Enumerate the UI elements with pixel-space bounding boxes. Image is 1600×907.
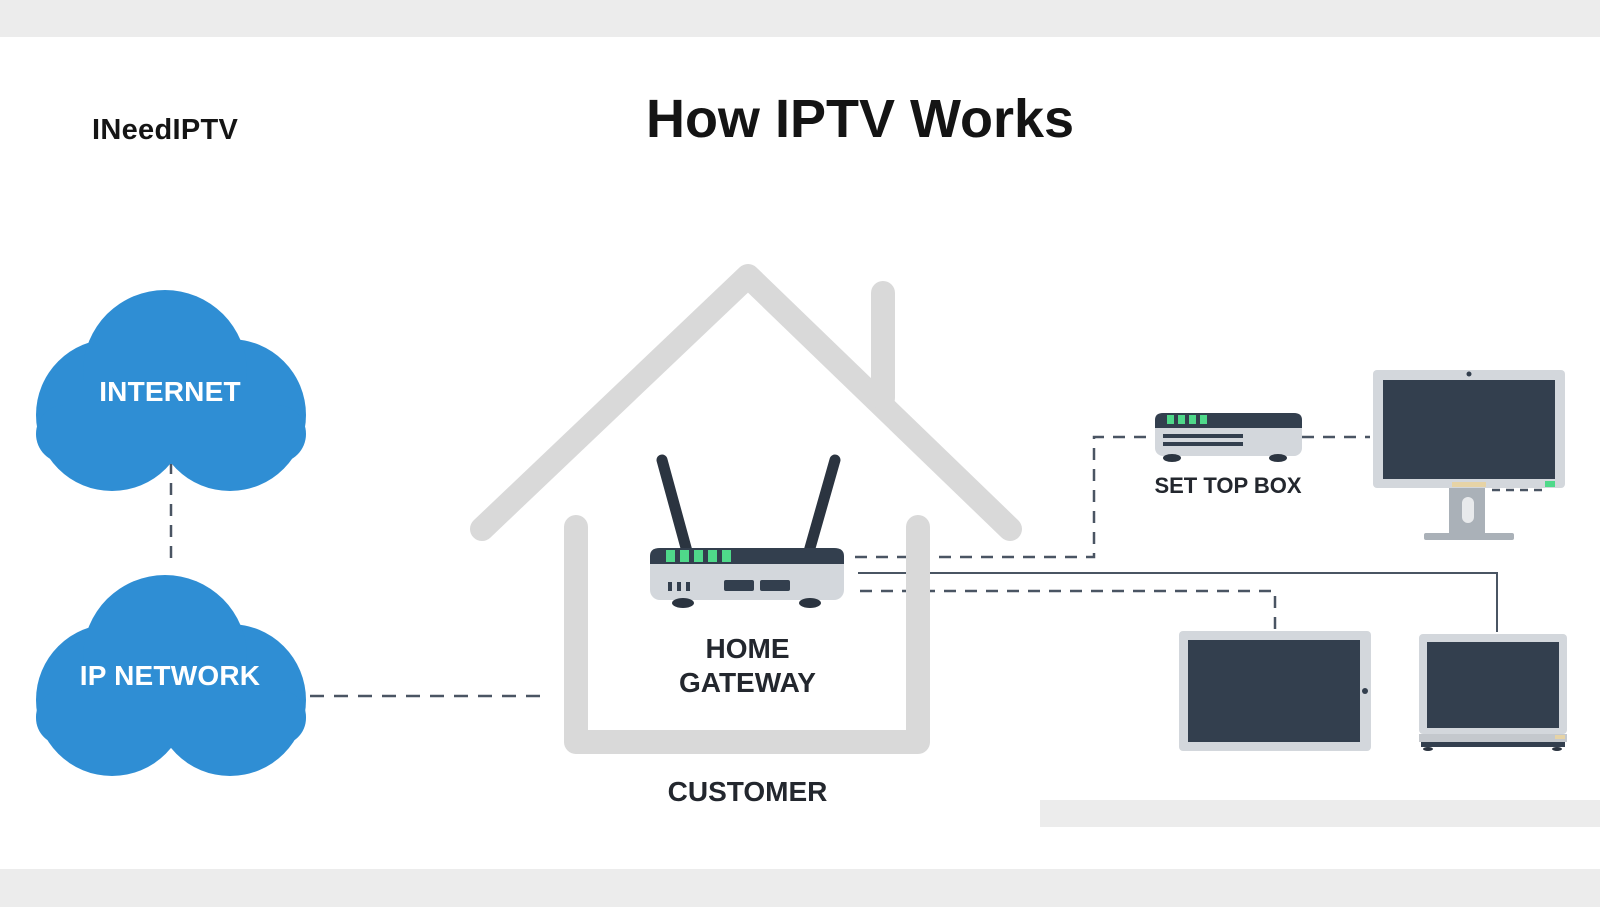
customer-label: CUSTOMER — [667, 776, 828, 807]
connector-lines — [169, 435, 1545, 698]
device-shelf — [1040, 800, 1600, 827]
internet-label: INTERNET — [99, 376, 241, 407]
house-icon — [470, 264, 1022, 754]
top-band — [0, 0, 1600, 37]
bottom-band — [0, 869, 1600, 907]
laptop-icon — [1419, 634, 1567, 751]
cloud-icon — [36, 290, 306, 491]
router-icon — [650, 454, 844, 608]
set-top-box-label: SET TOP BOX — [1154, 473, 1302, 498]
home-gateway-line1: HOME — [705, 633, 790, 664]
monitor-icon — [1373, 370, 1565, 540]
brand-logo: INeedIPTV — [92, 114, 239, 146]
connector-gateway-settopbox — [855, 435, 1155, 559]
cloud-icon — [36, 575, 306, 776]
connector-gateway-tablet — [860, 589, 1277, 630]
home-gateway-label: HOME GATEWAY — [640, 632, 855, 700]
connector-gateway-laptop — [858, 572, 1498, 632]
page-title: How IPTV Works — [645, 89, 1075, 149]
home-gateway-line2: GATEWAY — [679, 667, 816, 698]
ip-network-label: IP NETWORK — [79, 660, 261, 691]
tablet-icon — [1179, 631, 1371, 751]
set-top-box-icon — [1155, 413, 1302, 462]
